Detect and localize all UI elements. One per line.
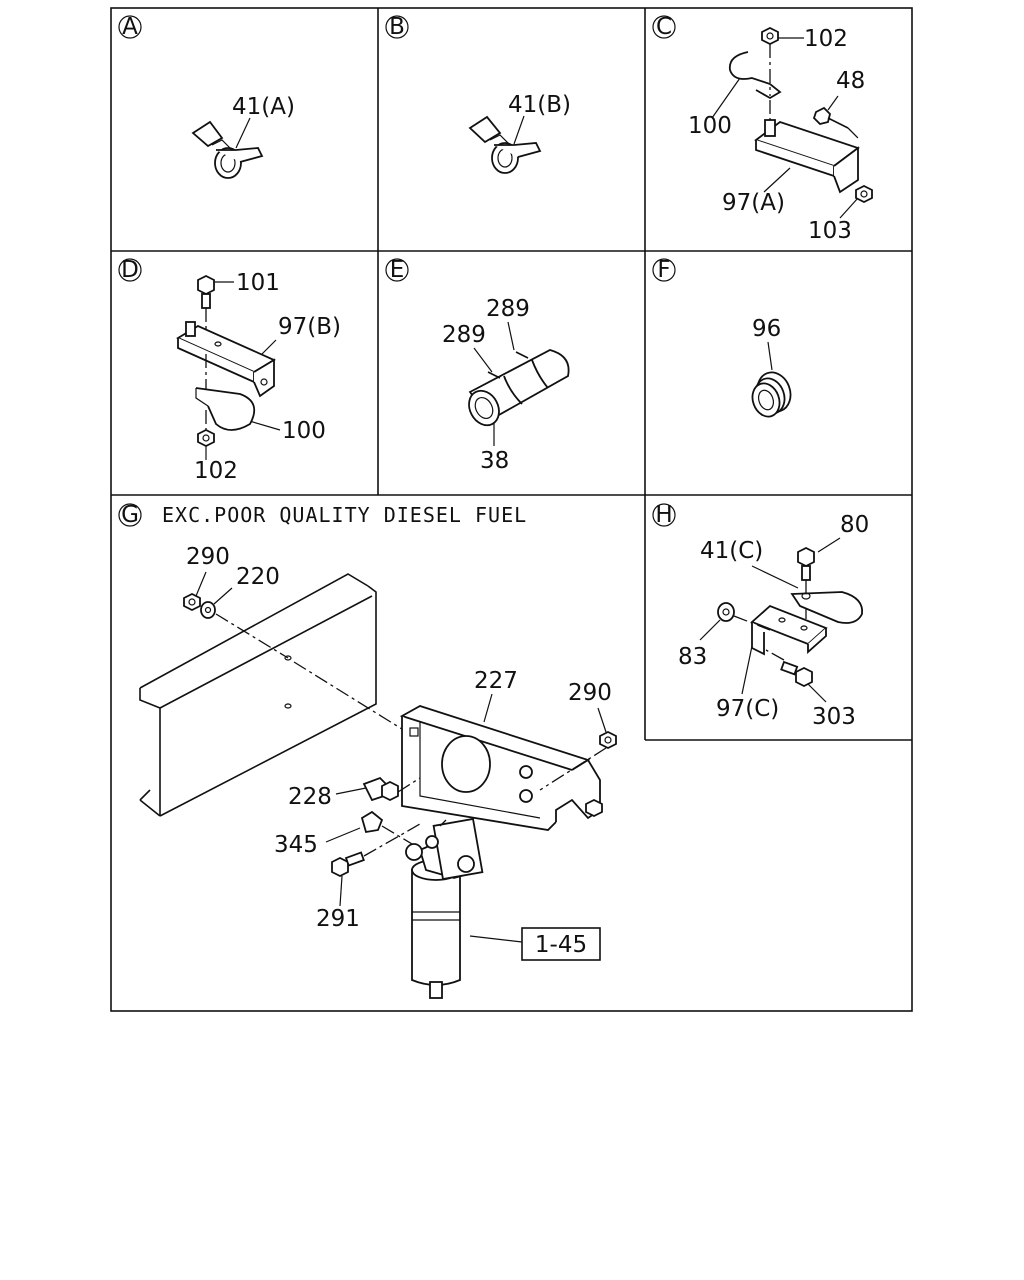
panel-c-marker [652, 15, 676, 39]
bracket-part [750, 604, 828, 656]
part-label: 100 [688, 113, 732, 139]
fuel-filter-part [405, 817, 484, 999]
panel-b-letter: B [389, 14, 405, 40]
part-label: 80 [840, 512, 869, 538]
bracket-part [754, 100, 860, 194]
panel-a-letter: A [122, 14, 138, 40]
part-label: 289 [442, 322, 486, 348]
panel-b-marker [385, 15, 409, 39]
panel-f-marker [652, 258, 676, 282]
panel-c-letter: C [656, 14, 672, 40]
panel-e-marker [385, 258, 409, 282]
part-label: 97(C) [716, 696, 779, 722]
bracket-part [176, 321, 276, 398]
panel-h: H 80 41(C) 83 97(C) 303 [652, 502, 869, 730]
part-label: 228 [288, 784, 332, 810]
ref-label: 1-45 [535, 932, 587, 958]
hose-clamp-part [191, 120, 264, 179]
panel-c: C 102 48 100 97(A) 103 [652, 14, 873, 244]
part-label: 290 [568, 680, 612, 706]
bracket-part [399, 705, 603, 831]
panel-a: A 41(A) [118, 14, 295, 179]
part-label: 103 [808, 218, 852, 244]
panel-f: F 96 [652, 257, 792, 418]
part-label: 83 [678, 644, 707, 670]
part-label: 41(C) [700, 538, 763, 564]
hose-clamp-part [468, 115, 542, 174]
part-label: 345 [274, 832, 318, 858]
panel-d: D 101 97(B) 100 102 [118, 257, 341, 484]
part-label: 291 [316, 906, 360, 932]
panel-h-marker [652, 503, 676, 527]
part-label: 38 [480, 448, 509, 474]
bolt-part [197, 274, 215, 334]
panel-a-marker [118, 15, 142, 39]
panel-h-letter: H [655, 502, 672, 528]
nut-part [183, 592, 201, 612]
washer-part [717, 602, 735, 622]
part-label: 100 [282, 418, 326, 444]
frame-rail [139, 573, 377, 817]
part-label: 102 [804, 26, 848, 52]
ref-box [521, 927, 601, 961]
panel-b: B 41(B) [385, 14, 571, 174]
part-label: 96 [752, 316, 781, 342]
bolt-part [331, 851, 365, 878]
part-label: 303 [812, 704, 856, 730]
panel-d-letter: D [121, 257, 139, 283]
hose-part [468, 349, 570, 427]
panel-d-marker [118, 258, 142, 282]
frame [110, 7, 913, 1012]
bolt-part [812, 106, 859, 139]
bolt-part [362, 776, 399, 802]
panel-e-letter: E [390, 257, 405, 283]
part-label: 48 [836, 68, 865, 94]
panel-g: G EXC.POOR QUALITY DIESEL FUEL 290 220 2… [118, 502, 617, 999]
clip-part [790, 591, 864, 624]
nut-part [855, 184, 873, 204]
panel-f-letter: F [657, 257, 670, 283]
part-label: 290 [186, 544, 230, 570]
part-label: 41(B) [508, 92, 571, 118]
part-label: 220 [236, 564, 280, 590]
part-label: 101 [236, 270, 280, 296]
nut-part [761, 26, 779, 46]
washer-part [200, 601, 216, 619]
part-label: 227 [474, 668, 518, 694]
panel-g-title: EXC.POOR QUALITY DIESEL FUEL [162, 503, 527, 527]
part-label: 41(A) [232, 94, 295, 120]
nut-part [197, 428, 215, 448]
part-label: 289 [486, 296, 530, 322]
panel-e: E 289 289 38 [385, 257, 570, 474]
grommet-part [751, 371, 792, 418]
nut-part [599, 730, 617, 750]
panel-g-letter: G [121, 502, 139, 528]
panel-g-marker [118, 503, 142, 527]
clip-part [195, 387, 256, 434]
part-label: 97(B) [278, 314, 341, 340]
part-label: 102 [194, 458, 238, 484]
clip-part [728, 44, 782, 100]
bolt-part [780, 660, 813, 688]
part-label: 97(A) [722, 190, 785, 216]
